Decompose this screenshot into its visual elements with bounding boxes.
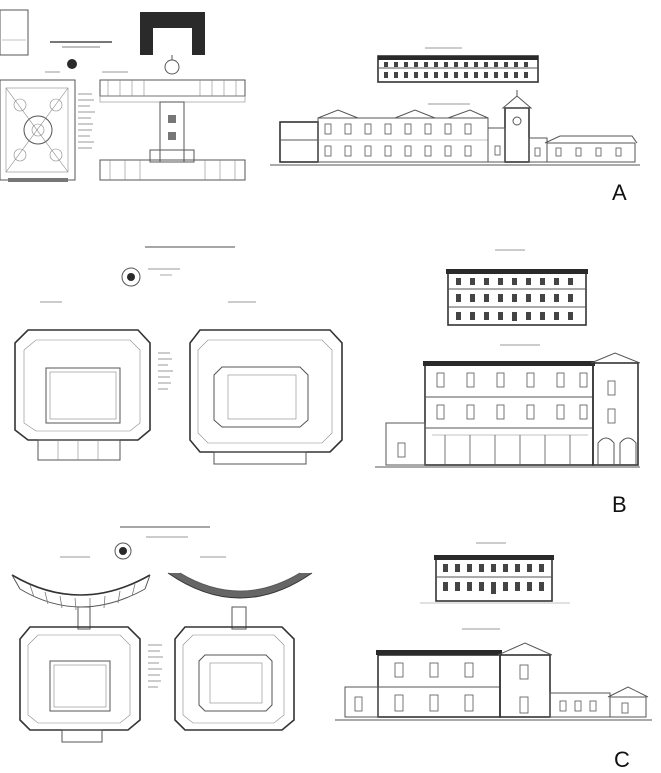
front-elevation-c: [420, 542, 570, 604]
legend-a: [78, 93, 95, 149]
panel-b-drawings: [14, 246, 641, 468]
panel-a: A: [0, 0, 661, 220]
panel-label-b: B: [612, 492, 627, 517]
first-floor-plan-c: [174, 626, 295, 731]
section-c: [335, 628, 652, 721]
front-elevation-a: [377, 47, 539, 83]
panel-label-c: C: [614, 747, 630, 772]
ground-floor-plan-b: [14, 329, 173, 461]
panel-label-a: A: [612, 180, 627, 205]
curved-wing-plan-c: [11, 574, 151, 630]
sheet-title-b: [40, 246, 256, 303]
panel-b: B: [0, 225, 661, 517]
first-floor-plan-b: [189, 329, 343, 465]
section-a: [270, 90, 640, 166]
sheet-title-c: [60, 526, 226, 560]
ground-floor-plan-c: [19, 626, 163, 743]
floor-plan-a: [99, 12, 246, 181]
panel-c-drawings: [11, 526, 652, 743]
panel-c: C: [0, 515, 661, 772]
curved-wing-plan-c-upper: [167, 572, 313, 630]
section-b: [375, 344, 641, 468]
panel-a-drawings: [0, 9, 640, 182]
garden-plan: [0, 9, 76, 182]
sheet-title-a: [45, 41, 124, 73]
front-elevation-b: [446, 249, 588, 326]
